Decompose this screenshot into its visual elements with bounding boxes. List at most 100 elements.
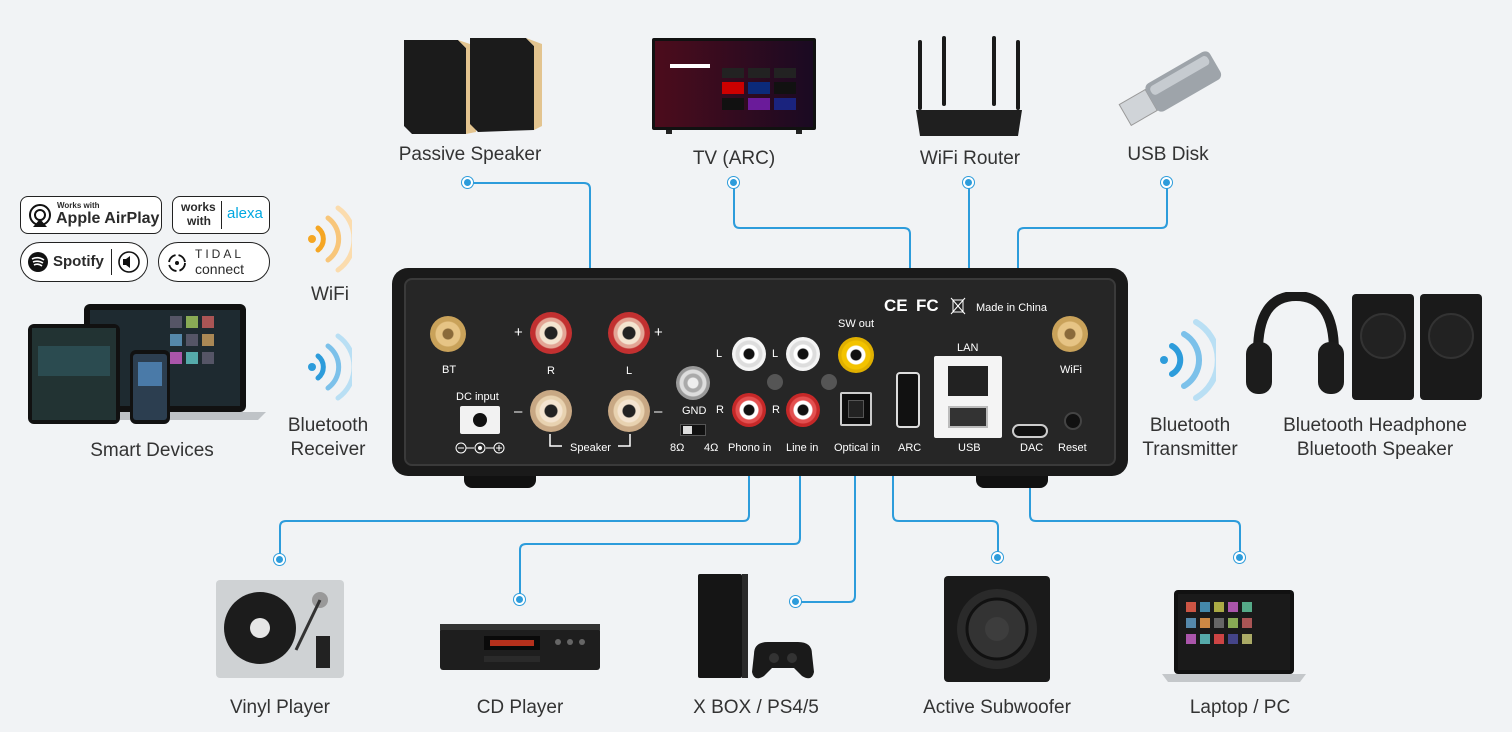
usb-disk-image: [1116, 50, 1228, 127]
tidal-badge: TIDAL connect: [158, 242, 270, 282]
speaker-r-label: R: [547, 365, 555, 377]
bluetooth-transmitter-line2: Transmitter: [1142, 439, 1238, 460]
lan-label: LAN: [957, 342, 979, 354]
smart-devices-label: Smart Devices: [90, 440, 214, 461]
alexa-divider: [221, 201, 222, 229]
reset-button[interactable]: [1064, 412, 1082, 430]
speaker-label: Speaker: [570, 442, 611, 454]
tv-label: TV (ARC): [692, 148, 776, 169]
wifi-antenna-connector: [1052, 316, 1088, 352]
speaker-r-minus: –: [514, 403, 523, 420]
lan-usb-block: [934, 356, 1002, 438]
panel-dc-input-label: DC input: [456, 391, 499, 403]
impedance-switch: [680, 424, 706, 436]
bluetooth-receiver-line2: Receiver: [290, 439, 366, 460]
cd-player-label: CD Player: [476, 697, 564, 718]
bluetooth-transmitter-line1: Bluetooth: [1149, 415, 1231, 436]
fc-mark: FC: [916, 296, 939, 315]
wifi-wave-icon: [308, 205, 352, 273]
gnd-terminal: [676, 366, 710, 400]
cd-player-image: [440, 624, 600, 672]
bt-headphone-speaker-label: Bluetooth Headphone Bluetooth Speaker: [1270, 414, 1480, 462]
dc-input-port: [460, 406, 500, 434]
wifi-router-image: [912, 36, 1026, 140]
usb-disk-label: USB Disk: [1127, 144, 1209, 165]
passive-speaker-image: [400, 36, 542, 136]
spotify-name: Spotify: [53, 253, 104, 270]
spotify-badge: Spotify: [20, 242, 148, 282]
sw-out-jack: [838, 337, 874, 373]
smart-devices-image: [26, 302, 268, 426]
passive-speaker-label: Passive Speaker: [398, 144, 542, 165]
phono-r-jack: [732, 393, 766, 427]
line-r-jack: [786, 393, 820, 427]
laptop-label: Laptop / PC: [1189, 697, 1291, 718]
vinyl-player-label: Vinyl Player: [230, 697, 330, 718]
usb-label: USB: [958, 442, 981, 454]
amplifier-rear-panel: [392, 268, 1128, 476]
made-in-label: Made in China: [976, 302, 1047, 314]
tidal-icon: [168, 254, 186, 272]
wifi-label: WiFi: [311, 284, 349, 305]
connector-dot: [462, 177, 473, 188]
connector-dot: [1234, 552, 1245, 563]
airplay-name: Apple AirPlay: [56, 210, 160, 227]
speaker-l-negative-terminal: [608, 390, 650, 432]
bluetooth-receiver-wave-icon: [308, 333, 352, 401]
vinyl-player-image: [216, 580, 344, 678]
airplay-works-with: Works with: [57, 201, 100, 210]
phono-in-label: Phono in: [728, 442, 772, 454]
device-foot: [976, 474, 1048, 488]
tidal-connect: connect: [195, 261, 245, 277]
phono-l-jack: [732, 337, 766, 371]
wire-passive-speaker: [468, 182, 591, 372]
dac-label: DAC: [1020, 442, 1044, 454]
subwoofer-label: Active Subwoofer: [923, 697, 1071, 718]
speaker-l-minus: –: [654, 403, 663, 420]
lan-port: [948, 366, 988, 396]
connector-dot: [992, 552, 1003, 563]
connector-dot: [963, 177, 974, 188]
connector-dot: [790, 596, 801, 607]
panel-bt-label: BT: [442, 364, 457, 376]
connector-dot: [274, 554, 285, 565]
arc-label: ARC: [898, 442, 922, 454]
ce-mark: CE: [884, 296, 908, 315]
weee-bin-icon: [950, 297, 966, 315]
subwoofer-image: [944, 576, 1050, 682]
connector-dot: [514, 594, 525, 605]
optical-in-label: Optical in: [834, 442, 880, 454]
wire-tv: [733, 183, 911, 372]
console-label: X BOX / PS4/5: [693, 697, 819, 718]
gnd-label: GND: [682, 405, 707, 417]
wire-laptop: [1029, 470, 1241, 558]
speaker-l-positive-terminal: [608, 312, 650, 354]
hdmi-arc-port: [896, 372, 920, 428]
wire-console: [796, 470, 856, 603]
bluetooth-receiver-label: Bluetooth Receiver: [278, 414, 378, 462]
screw: [821, 374, 837, 390]
connector-dot: [728, 177, 739, 188]
airplay-icon: [29, 204, 51, 227]
alexa-with: with: [187, 214, 211, 228]
ohm4-label: 4Ω: [704, 442, 719, 454]
line-r-label: R: [772, 404, 780, 416]
line-l-label: L: [772, 348, 779, 360]
device-foot: [464, 474, 536, 488]
spotify-icon: [28, 252, 48, 272]
wire-cd: [519, 470, 801, 600]
bluetooth-transmitter-wave-icon: [1160, 319, 1216, 401]
tv-image: [652, 38, 816, 134]
airplay-badge: Works with Apple AirPlay: [20, 196, 162, 234]
panel-wifi-label: WiFi: [1060, 364, 1082, 376]
bluetooth-transmitter-label: Bluetooth Transmitter: [1130, 414, 1250, 462]
dac-usbc-port: [1012, 424, 1048, 438]
dc-polarity-icon: [455, 442, 505, 454]
speaker-r-positive-terminal: [530, 312, 572, 354]
bt-antenna-connector: [430, 316, 466, 352]
tidal-name: TIDAL: [195, 247, 245, 261]
ohm8-label: 8Ω: [670, 442, 685, 454]
line-in-label: Line in: [786, 442, 819, 454]
optical-in-port: [840, 392, 872, 426]
